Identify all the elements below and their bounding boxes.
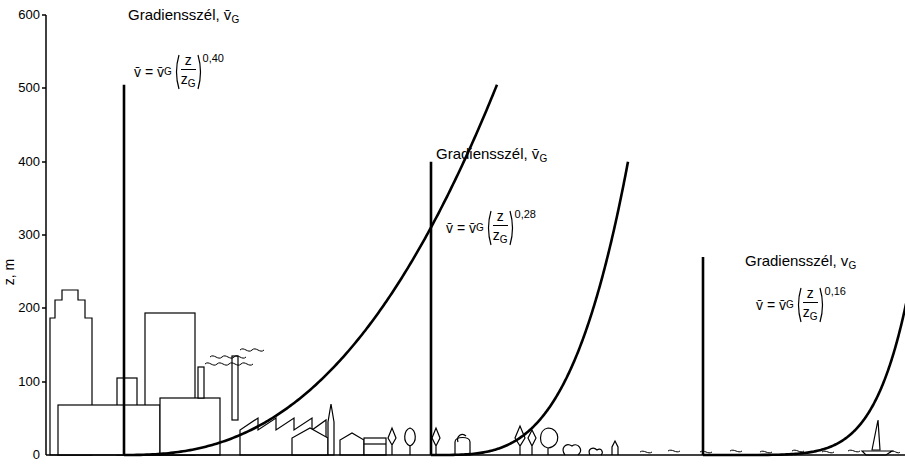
- axis-label: z, m: [1, 255, 17, 289]
- denominator-text: z: [803, 304, 810, 320]
- denominator: zG: [181, 71, 196, 92]
- gradient-height-line: [430, 162, 433, 455]
- wind-profile-curve: [703, 257, 905, 455]
- title-text: Gradiensszél, v̄: [128, 6, 231, 23]
- subscript: G: [848, 260, 856, 271]
- subscript: G: [500, 234, 508, 245]
- tick-text: 300: [18, 227, 40, 242]
- parenthesis: [197, 54, 203, 90]
- tick-text: 100: [18, 374, 40, 389]
- power-law-formula: v̄ = v̄GzzG0,16: [756, 285, 846, 325]
- gradient-height-line: [123, 85, 126, 455]
- exponent: 0,16: [825, 283, 846, 299]
- exponent: 0,28: [515, 206, 536, 222]
- house: [340, 433, 364, 455]
- axis-tick: [42, 14, 46, 16]
- axis-tick-label: 400: [6, 154, 40, 170]
- parenthesis: [509, 210, 515, 246]
- bush: [563, 445, 580, 455]
- subscript: G: [188, 78, 196, 89]
- axis-tick: [42, 381, 46, 383]
- house: [292, 428, 328, 455]
- numerator: z: [807, 285, 814, 301]
- axis-tick: [42, 87, 46, 89]
- fraction-bar: [493, 225, 508, 226]
- chimney: [198, 367, 204, 398]
- tree: [541, 428, 558, 455]
- fraction: zzG: [181, 52, 196, 92]
- gradient-wind-title: Gradiensszél, v̄G: [128, 6, 239, 29]
- building-line: [364, 443, 386, 444]
- denominator-text: z: [493, 227, 500, 243]
- smoke: [210, 356, 246, 358]
- subscript: G: [786, 297, 794, 313]
- tick-text: 200: [18, 300, 40, 315]
- sail: [872, 420, 880, 450]
- exponent: 0,40: [203, 50, 224, 66]
- axis-tick-label: 100: [6, 374, 40, 390]
- tree: [388, 428, 396, 455]
- denominator-text: z: [181, 71, 188, 87]
- wind-profile-curve: [124, 85, 497, 455]
- parenthesis: [796, 287, 802, 323]
- gradient-height-line: [702, 257, 705, 455]
- tree: [405, 428, 416, 455]
- formula-text: v̄ = v̄: [756, 297, 786, 313]
- bush: [589, 448, 602, 455]
- chimney: [232, 356, 238, 420]
- tick-text: 500: [18, 80, 40, 95]
- bush: [612, 441, 618, 455]
- axis-tick: [42, 234, 46, 236]
- water-waves: [640, 450, 900, 453]
- fraction: zzG: [493, 208, 508, 248]
- parenthesis: [819, 287, 825, 323]
- denominator: zG: [803, 304, 818, 325]
- gradient-wind-title: Gradiensszél, vG: [745, 252, 856, 275]
- subscript: G: [231, 14, 239, 25]
- denominator: zG: [493, 227, 508, 248]
- low-building: [58, 405, 160, 455]
- smoke: [240, 349, 264, 351]
- tick-text: 0: [33, 447, 40, 462]
- axis-label-text: z, m: [1, 259, 17, 285]
- tree: [528, 430, 536, 455]
- axis-tick-label: 600: [6, 7, 40, 23]
- building: [364, 438, 386, 455]
- formula-text: v̄ = v̄: [134, 64, 164, 80]
- church-spire: [328, 404, 334, 455]
- formula-text: v̄ = v̄: [446, 220, 476, 236]
- parenthesis: [486, 210, 492, 246]
- tree: [432, 428, 440, 455]
- title-text: Gradiensszél, v̄: [436, 145, 539, 162]
- tick-text: 400: [18, 154, 40, 169]
- fraction-bar: [181, 69, 196, 70]
- fraction-bar: [803, 302, 818, 303]
- axis-tick-label: 300: [6, 227, 40, 243]
- axis-tick-label: 200: [6, 300, 40, 316]
- power-law-formula: v̄ = v̄GzzG0,40: [134, 52, 224, 92]
- wind-profile-curve: [431, 162, 628, 455]
- power-law-formula: v̄ = v̄GzzG0,28: [446, 208, 536, 248]
- subscript: G: [476, 220, 484, 236]
- numerator: z: [497, 208, 504, 224]
- subscript: G: [810, 311, 818, 322]
- gradient-wind-title: Gradiensszél, v̄G: [436, 145, 547, 168]
- smoke: [458, 434, 466, 442]
- fraction: zzG: [803, 285, 818, 325]
- subscript: G: [164, 64, 172, 80]
- tick-text: 600: [18, 7, 40, 22]
- parenthesis: [174, 54, 180, 90]
- axis-tick: [42, 307, 46, 309]
- axis-tick: [42, 161, 46, 163]
- smoke: [205, 363, 253, 365]
- numerator: z: [185, 52, 192, 68]
- axis-tick-label: 0: [6, 447, 40, 463]
- title-text: Gradiensszél, v: [745, 252, 848, 269]
- axis-tick-label: 500: [6, 80, 40, 96]
- subscript: G: [539, 153, 547, 164]
